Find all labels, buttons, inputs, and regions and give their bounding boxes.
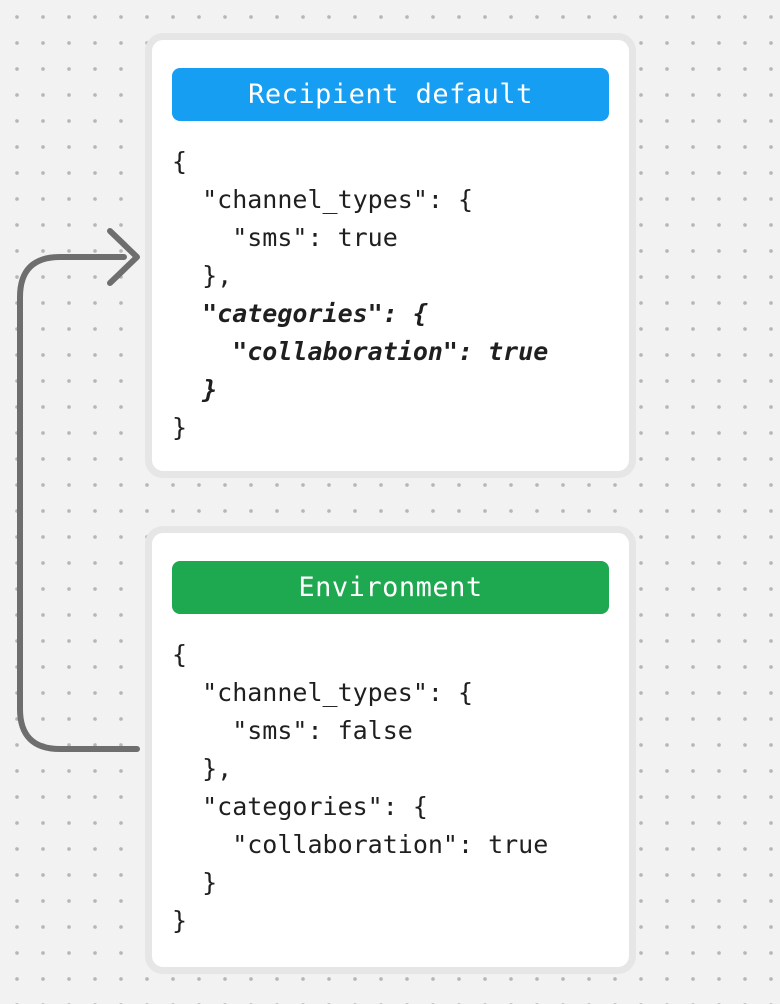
code-line: } (172, 375, 218, 404)
arrow-line (17, 254, 140, 752)
code-line: "channel_types": { (172, 678, 474, 707)
arrow-head-icon (107, 228, 140, 286)
code-line: "categories": { (172, 792, 428, 821)
code-line: "collaboration": true (172, 337, 549, 366)
code-line: "sms": true (172, 223, 398, 252)
environment-badge: Environment (172, 561, 609, 614)
code-line: { (172, 640, 188, 669)
environment-json: { "channel_types": { "sms": false }, "ca… (172, 636, 609, 940)
recipient-default-json: { "channel_types": { "sms": true }, "cat… (172, 143, 609, 447)
environment-card: Environment { "channel_types": { "sms": … (145, 526, 636, 974)
code-line: "channel_types": { (172, 185, 474, 214)
code-line: "collaboration": true (172, 830, 549, 859)
recipient-default-card: Recipient default { "channel_types": { "… (145, 33, 636, 478)
code-line: }, (172, 261, 233, 290)
code-line: "categories": { (172, 299, 428, 328)
code-line: "sms": false (172, 716, 413, 745)
code-line: } (172, 868, 218, 897)
recipient-default-badge: Recipient default (172, 68, 609, 121)
code-line: { (172, 147, 188, 176)
code-line: } (172, 906, 188, 935)
code-line: }, (172, 754, 233, 783)
code-line: } (172, 413, 188, 442)
